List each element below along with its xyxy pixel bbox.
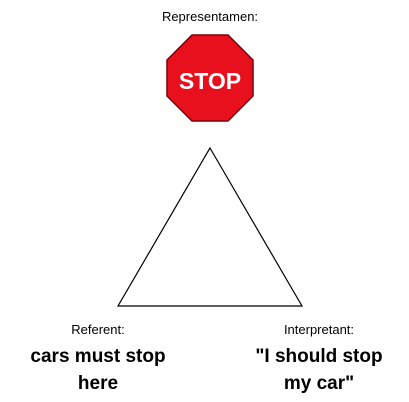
stop-sign-icon	[166, 34, 254, 122]
interpretant-text-line1: "I should stop	[255, 346, 383, 367]
semiotic-triangle	[116, 146, 304, 307]
referent-label: Referent:	[71, 322, 125, 337]
referent-text-line2: here	[77, 373, 119, 394]
representamen-label: Representamen:	[161, 9, 259, 24]
interpretant-text-line2: my car"	[283, 373, 355, 394]
interpretant-label: Interpretant:	[283, 322, 355, 337]
referent-text-line1: cars must stop	[30, 346, 166, 367]
stop-sign-text: STOP	[179, 68, 241, 94]
